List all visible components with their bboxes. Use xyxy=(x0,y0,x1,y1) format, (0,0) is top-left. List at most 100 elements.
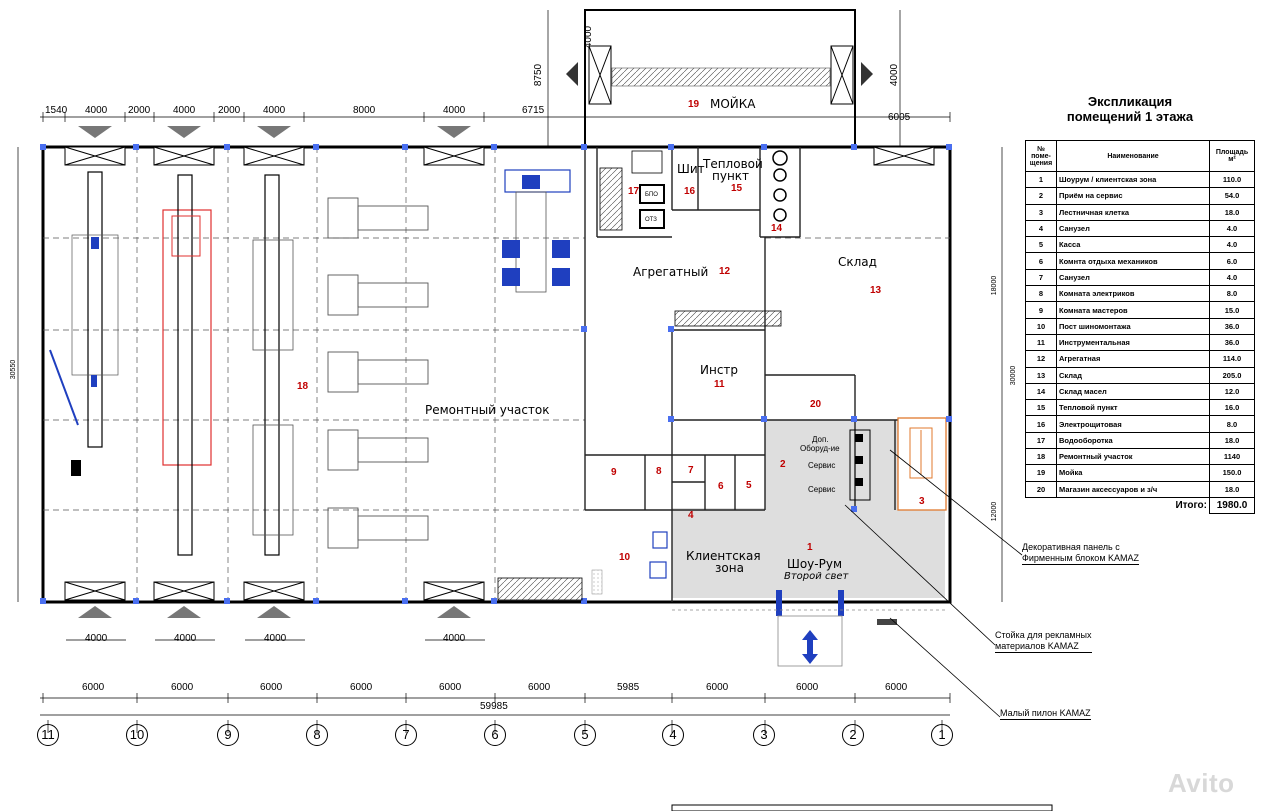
ots-label: ОТЗ xyxy=(645,217,657,223)
room-12-num: 12 xyxy=(719,266,731,277)
row-name: Касса xyxy=(1056,236,1210,254)
row-name: Тепловой пункт xyxy=(1056,399,1210,417)
dim-bay-9: 6000 xyxy=(885,682,908,693)
explication-title-line-1: Экспликация xyxy=(1087,94,1173,109)
callout-stand-line-1: Стойка для рекламных xyxy=(995,630,1092,640)
room-9-num: 9 xyxy=(611,467,617,478)
explication-title-line-2: помещений 1 этажа xyxy=(1066,109,1194,124)
dim-bay-0: 6000 xyxy=(82,682,105,693)
room-12-name: Агрегатный xyxy=(633,265,709,279)
row-area: 4.0 xyxy=(1209,219,1255,238)
showroom-furniture xyxy=(591,429,871,595)
room-13-num: 13 xyxy=(870,285,882,296)
dim-right-c: 12000 xyxy=(991,501,999,522)
dop-label-1: Доп. xyxy=(812,435,829,444)
lift-pit-1 xyxy=(49,171,119,476)
showroom-name-1: Шоу-Рум xyxy=(787,557,842,571)
axis-11: 11 xyxy=(37,724,59,746)
col-num: № поме- щения xyxy=(1025,140,1057,172)
wash-bay-wall xyxy=(584,9,856,148)
wash-gates xyxy=(588,45,854,105)
axis-10: 10 xyxy=(126,724,148,746)
row-area: 150.0 xyxy=(1209,464,1255,482)
row-area: 8.0 xyxy=(1209,285,1255,303)
dim-top-8: 6715 xyxy=(522,105,545,116)
callout-pylon-line: Малый пилон KAMAZ xyxy=(1000,708,1091,720)
watermark: Avito xyxy=(1168,768,1235,798)
dim-top-6: 8000 xyxy=(353,105,376,116)
dim-gate-bottom-0: 4000 xyxy=(85,633,108,644)
row-name: Санузел xyxy=(1056,268,1210,287)
dim-top-2: 2000 xyxy=(128,105,151,116)
row-name: Водооборотка xyxy=(1056,431,1210,450)
row-num: 3 xyxy=(1025,203,1057,221)
row-num: 7 xyxy=(1025,268,1057,287)
aggregate-equipment xyxy=(502,169,571,293)
row-num: 10 xyxy=(1025,317,1057,335)
row-area: 114.0 xyxy=(1209,350,1255,368)
row-area: 6.0 xyxy=(1209,252,1255,270)
axis-9: 9 xyxy=(217,724,239,746)
room-15-name-2: пункт xyxy=(712,169,750,183)
dim-gate-bottom-3: 4000 xyxy=(443,633,466,644)
gate-arrows-top xyxy=(78,126,471,138)
client-zone-name-2: зона xyxy=(715,561,744,575)
storage-rack xyxy=(674,310,782,327)
dim-bay-3: 6000 xyxy=(350,682,373,693)
room-5-num: 5 xyxy=(746,480,752,491)
row-name: Приём на сервис xyxy=(1056,187,1210,205)
row-num: 15 xyxy=(1025,399,1057,417)
entrance xyxy=(776,590,897,667)
partition-walls xyxy=(584,147,950,602)
bottom-stairs xyxy=(497,577,583,601)
row-area: 54.0 xyxy=(1209,187,1255,205)
room-11-num: 11 xyxy=(714,379,725,390)
truck-units xyxy=(327,197,429,549)
dim-right-a: 18000 xyxy=(991,275,999,296)
title-block-edge xyxy=(671,804,1053,811)
axis-3: 3 xyxy=(753,724,775,746)
row-area: 110.0 xyxy=(1209,170,1255,189)
lift-pit-3 xyxy=(252,174,294,556)
room-20-num: 20 xyxy=(810,399,822,410)
row-num: 14 xyxy=(1025,382,1057,401)
callout-panel-line-2: Фирменным блоком KAMAZ xyxy=(1022,553,1140,565)
dim-left-total: 30550 xyxy=(10,359,18,380)
row-name: Комната электриков xyxy=(1056,285,1210,303)
row-area: 16.0 xyxy=(1209,399,1255,417)
servis-label-2: Сервис xyxy=(808,485,836,494)
dim-top-1: 4000 xyxy=(85,105,108,116)
room-6-num: 6 xyxy=(718,481,724,492)
row-num: 5 xyxy=(1025,236,1057,254)
wash-arrow-right xyxy=(861,62,873,86)
total-spacer xyxy=(1026,497,1057,513)
grid-lines xyxy=(43,147,950,602)
row-area: 18.0 xyxy=(1209,203,1255,221)
client-zone-name-1: Клиентская xyxy=(686,549,761,563)
row-name: Инструментальная xyxy=(1056,333,1210,352)
callout-leaders xyxy=(844,449,1023,718)
dim-bay-2: 6000 xyxy=(260,682,283,693)
row-num: 19 xyxy=(1025,464,1057,482)
row-area: 18.0 xyxy=(1209,480,1255,498)
row-area: 1140 xyxy=(1209,448,1255,466)
dim-bay-8: 6000 xyxy=(796,682,819,693)
bpo-label: БПО xyxy=(645,192,658,198)
row-area: 36.0 xyxy=(1209,317,1255,335)
row-num: 17 xyxy=(1025,431,1057,450)
dim-wash-door-left: 4000 xyxy=(583,25,595,49)
row-num: 6 xyxy=(1025,252,1057,270)
axis-7: 7 xyxy=(395,724,417,746)
dim-bay-1: 6000 xyxy=(171,682,194,693)
